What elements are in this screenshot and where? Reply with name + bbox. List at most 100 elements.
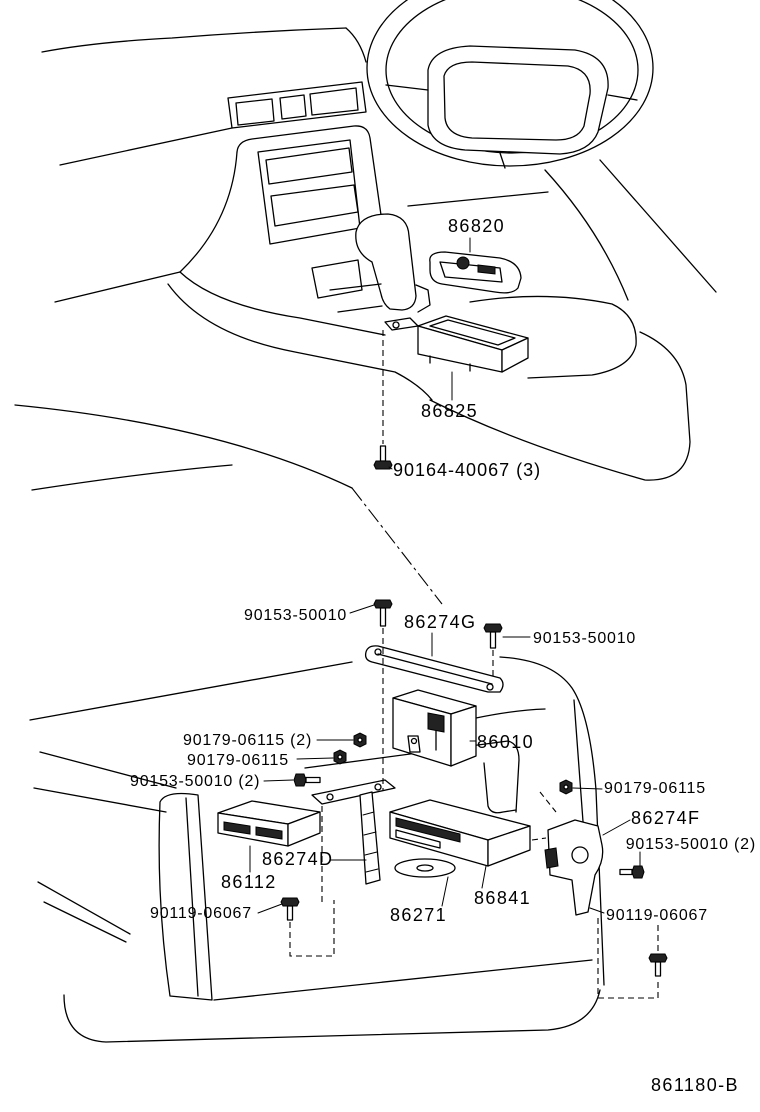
bolt-head bbox=[373, 599, 393, 609]
nut-90179-06115-pair bbox=[353, 732, 367, 748]
callout-86112: 86112 bbox=[221, 872, 277, 892]
console-lower-edge bbox=[54, 271, 181, 303]
callout-90179-06115-pair: 90179-06115 (2) bbox=[183, 732, 312, 749]
leader-lines bbox=[249, 237, 641, 914]
unit-side bbox=[487, 825, 531, 867]
leader bbox=[441, 876, 449, 907]
bolt-shank bbox=[286, 905, 294, 921]
part-86271 bbox=[394, 858, 456, 878]
roof-line bbox=[14, 404, 353, 489]
window-line bbox=[31, 464, 233, 491]
callout-90164-40067: 90164-40067 (3) bbox=[393, 460, 541, 480]
bolt-shank bbox=[379, 607, 387, 627]
unit-connector bbox=[255, 826, 283, 840]
vent-slot bbox=[235, 98, 275, 126]
leader bbox=[349, 604, 375, 614]
part-86274g bbox=[364, 645, 504, 693]
assembly-line bbox=[597, 918, 659, 999]
callout-90179-06115-right: 90179-06115 bbox=[604, 780, 706, 797]
callouts-upper: 86820 86825 90164-40067 (3) bbox=[393, 216, 541, 480]
callout-86274f: 86274F bbox=[631, 808, 700, 828]
left-tail-light bbox=[158, 792, 213, 1001]
assembly-lines bbox=[289, 628, 659, 999]
callout-90153-50010-upper-right: 90153-50010 bbox=[533, 630, 636, 647]
unit-side bbox=[450, 705, 477, 767]
leader bbox=[388, 466, 393, 470]
bolt-head bbox=[631, 865, 645, 879]
callout-86825: 86825 bbox=[421, 401, 478, 421]
dash-top-edge bbox=[41, 27, 347, 53]
part-86274f bbox=[544, 819, 604, 916]
shift-boot-edge bbox=[337, 305, 383, 313]
bracket-hole bbox=[326, 793, 334, 801]
nut-bore bbox=[563, 784, 569, 790]
bumper-outline bbox=[63, 989, 601, 1043]
bracket-side bbox=[501, 337, 529, 373]
bolt-90153-50010-upper-right bbox=[483, 623, 503, 649]
tail-light-outline bbox=[158, 792, 213, 1001]
disc bbox=[394, 858, 456, 878]
vent-panel bbox=[227, 81, 367, 129]
console-tray-edge bbox=[179, 271, 386, 336]
part-86841 bbox=[389, 799, 531, 867]
part-86825 bbox=[384, 315, 529, 373]
rear-shelf-line bbox=[29, 661, 353, 721]
bolt-90153-50010-pair-right bbox=[619, 865, 645, 879]
bolt-90153-50010-pair-left bbox=[293, 773, 321, 787]
center-stack-slot bbox=[270, 184, 359, 227]
dashboard-outline bbox=[41, 27, 717, 301]
steering-wheel-spoke bbox=[385, 84, 429, 91]
armrest bbox=[167, 283, 691, 481]
bracket-boss bbox=[571, 846, 589, 864]
console-side-panel bbox=[429, 331, 691, 481]
nut-bore bbox=[357, 737, 363, 743]
leader bbox=[481, 865, 487, 889]
trunk-hook bbox=[483, 762, 517, 814]
unit-slot bbox=[395, 829, 441, 849]
bracket-body bbox=[547, 819, 604, 916]
assembly-line bbox=[531, 837, 547, 841]
leader bbox=[589, 907, 605, 914]
bolt-90119-06067-left bbox=[280, 897, 300, 921]
body-line bbox=[43, 901, 127, 943]
bracket-hole bbox=[392, 321, 400, 329]
switch-module-body bbox=[429, 251, 522, 294]
body-line bbox=[39, 751, 177, 789]
shift-boot-edge bbox=[415, 284, 431, 313]
roof-hidden-line bbox=[351, 487, 443, 605]
bolt-shank bbox=[654, 961, 662, 977]
switch-knob bbox=[456, 256, 470, 270]
bracket-tab bbox=[384, 317, 419, 331]
bracket-leg bbox=[359, 791, 381, 885]
part-86820 bbox=[429, 251, 522, 294]
bolt-shank bbox=[305, 776, 321, 784]
console-ashtray bbox=[311, 259, 363, 299]
leader bbox=[263, 779, 294, 782]
callout-90153-50010-pair-right: 90153-50010 (2) bbox=[626, 836, 756, 853]
leader bbox=[602, 819, 631, 836]
nut-90179-06115-right bbox=[559, 779, 573, 795]
dash-top-corner bbox=[345, 27, 367, 63]
dash-right-curve bbox=[544, 169, 629, 301]
trunk-floor-edge bbox=[304, 740, 520, 813]
console-side-curve bbox=[179, 151, 238, 273]
callout-86274d: 86274D bbox=[262, 849, 333, 869]
shift-knob-body bbox=[355, 213, 417, 311]
callout-86274g: 86274G bbox=[404, 612, 476, 632]
dash-right-edge bbox=[407, 191, 549, 207]
bracket-hole bbox=[374, 783, 382, 791]
bolt-shank bbox=[379, 445, 387, 462]
callout-90179-06115-left: 90179-06115 bbox=[187, 752, 289, 769]
bolt-90119-06067-right bbox=[648, 953, 668, 977]
disc-hub bbox=[416, 864, 434, 872]
callout-90153-50010-pair-left: 90153-50010 (2) bbox=[130, 773, 260, 790]
steering-column bbox=[499, 152, 506, 169]
steering-wheel bbox=[366, 0, 654, 169]
bolt-shank bbox=[489, 631, 497, 649]
part-86010 bbox=[392, 689, 477, 767]
steering-wheel-rim-outer bbox=[366, 0, 654, 167]
bracket-hole bbox=[374, 648, 382, 656]
steering-wheel-spoke bbox=[607, 94, 638, 101]
